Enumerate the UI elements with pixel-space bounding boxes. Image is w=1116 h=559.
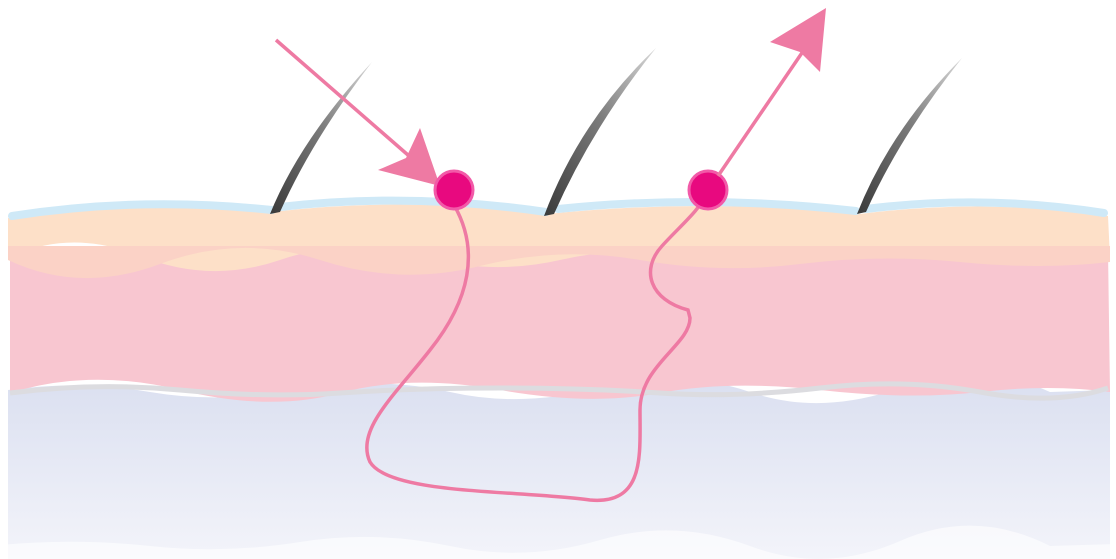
- exit-point-dot: [689, 171, 727, 209]
- hair: [270, 62, 372, 214]
- outgoing-arrow-shaft: [718, 44, 808, 176]
- dermis-layer: [10, 250, 1110, 402]
- incoming-arrow-shaft: [276, 40, 416, 162]
- hair: [857, 58, 962, 214]
- entry-point-dot: [435, 171, 473, 209]
- outgoing-arrowhead-icon: [770, 8, 826, 72]
- hair: [544, 48, 656, 216]
